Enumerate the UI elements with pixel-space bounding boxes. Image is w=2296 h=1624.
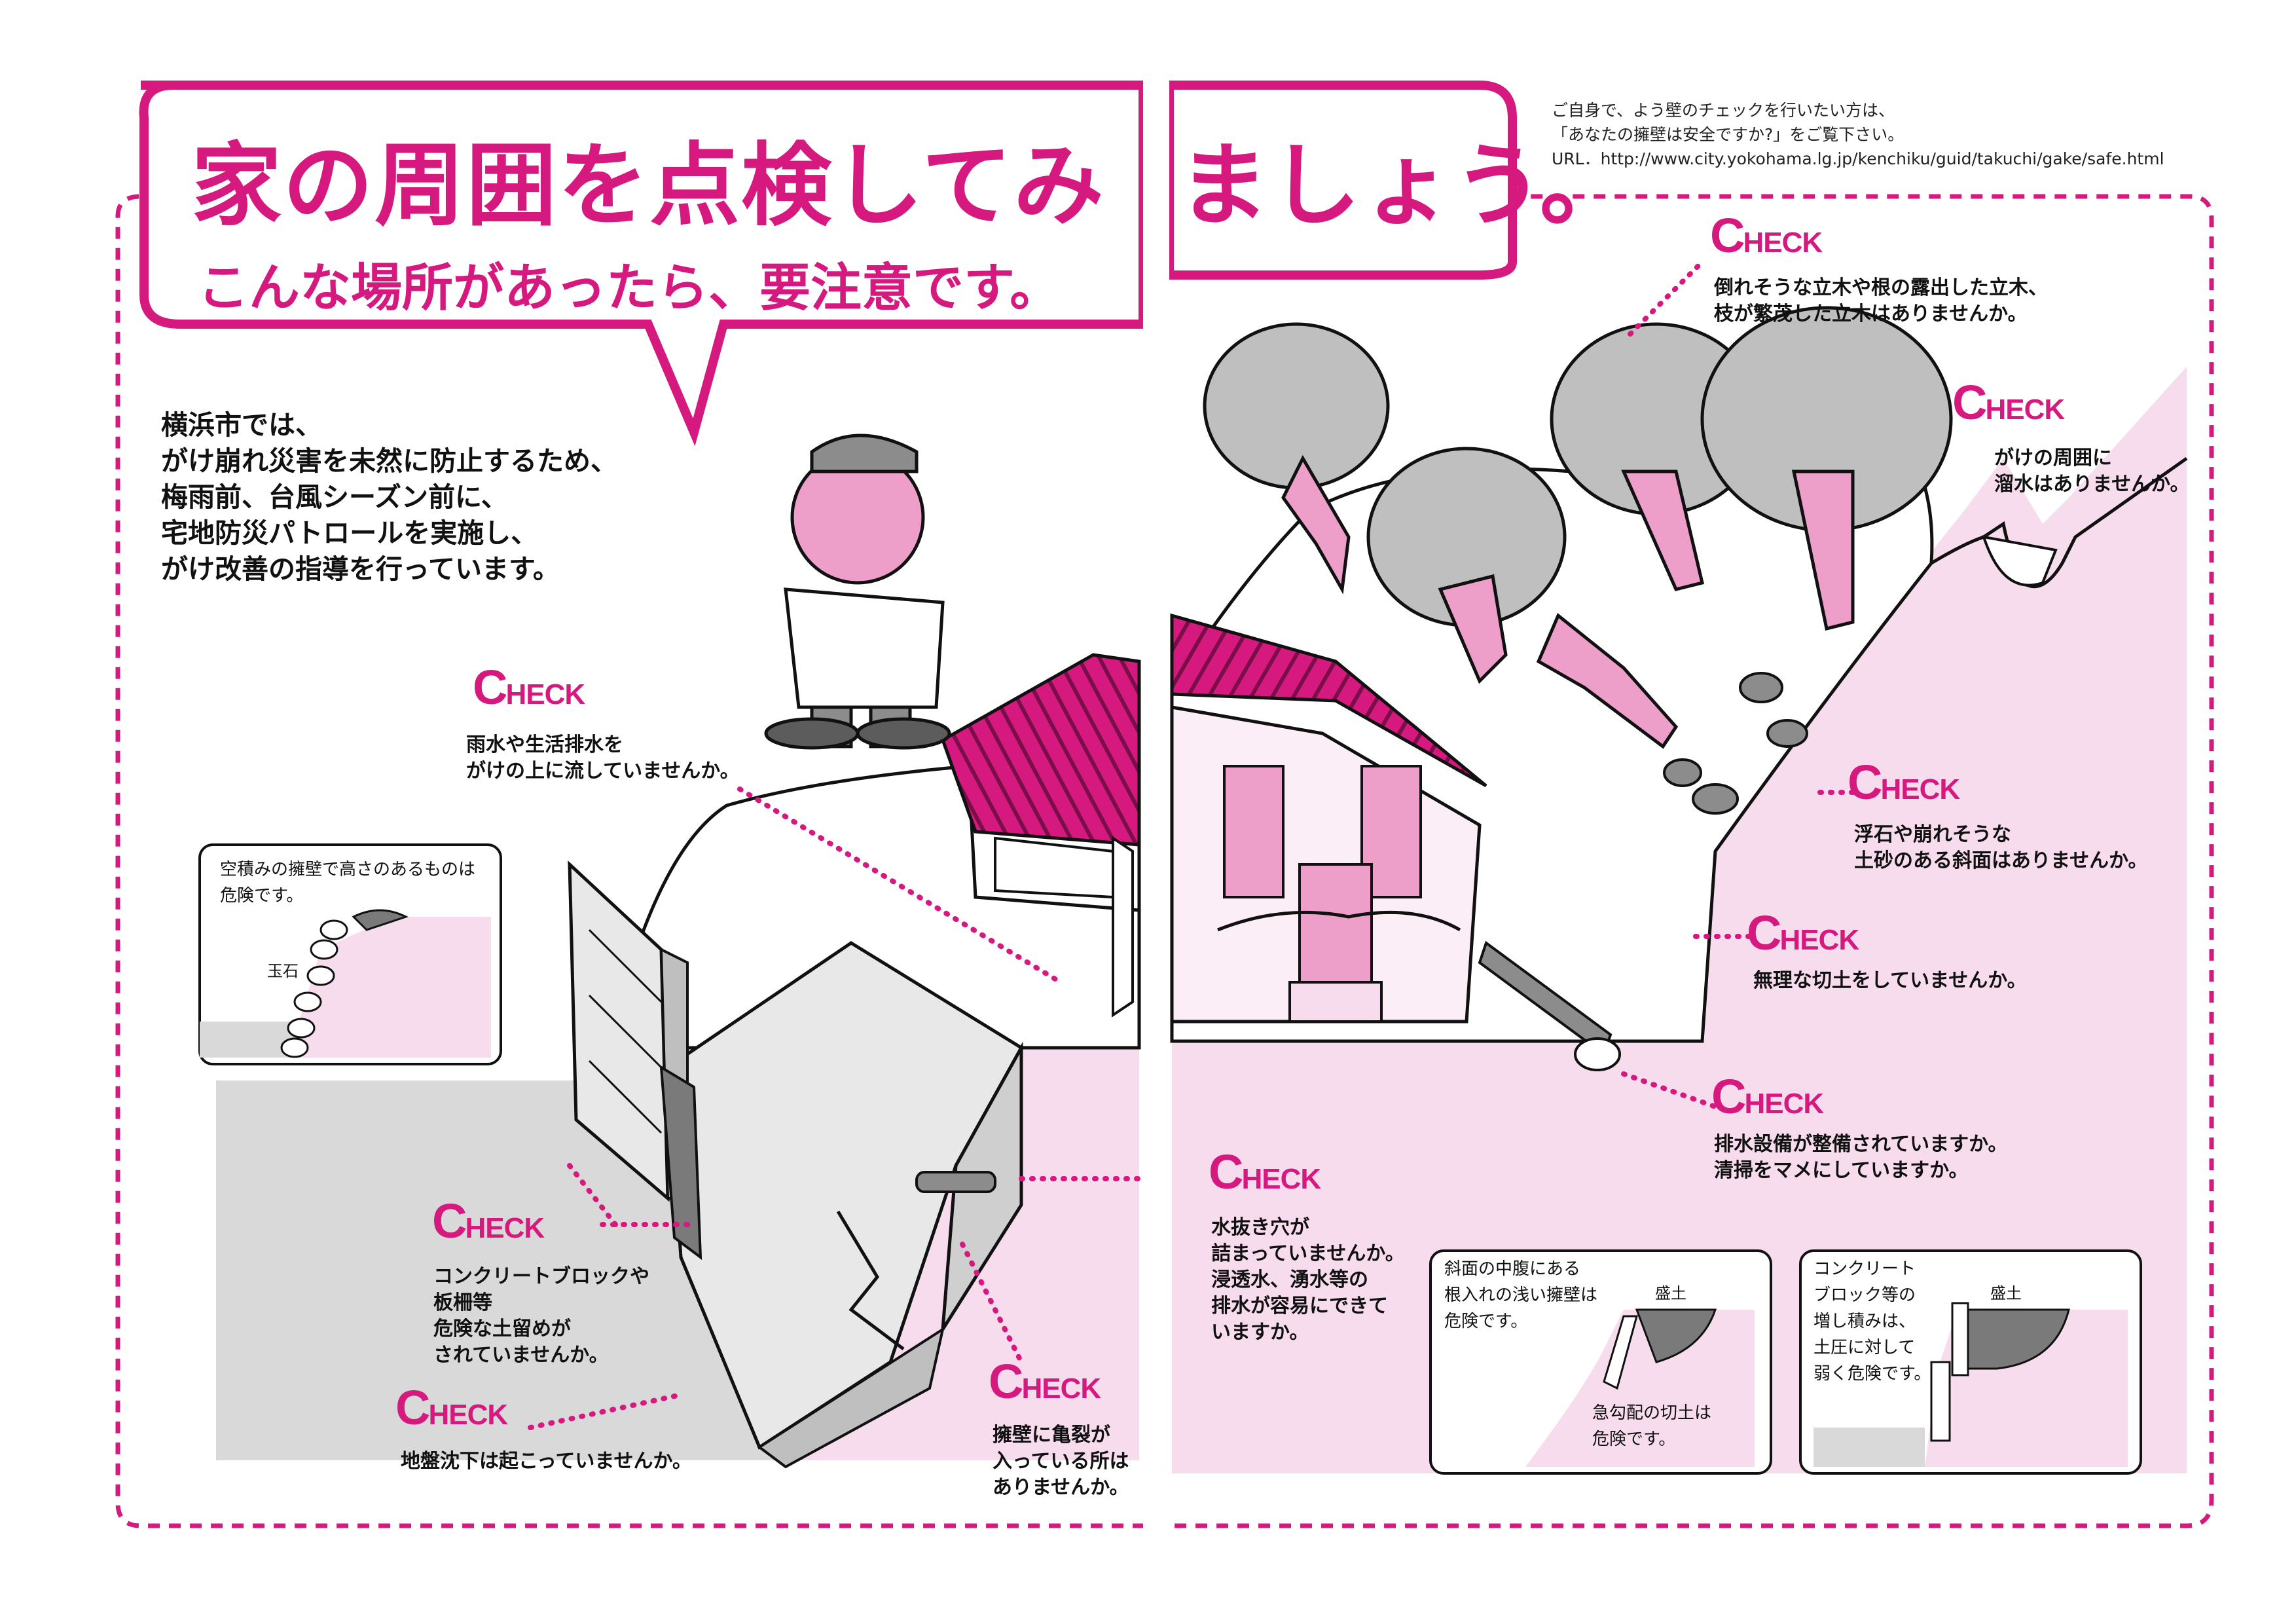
- check-concrete-block: コンクリートブロックや 板柵等 危険な土留めが されていませんか。: [433, 1265, 649, 1367]
- check-label: CHECK: [1209, 1145, 1321, 1199]
- house-right: [1170, 613, 1487, 1024]
- trees: [1203, 306, 1953, 749]
- dashed-frame: [115, 194, 2214, 1528]
- check-label: CHECK: [1952, 375, 2065, 430]
- inset-shallow-wall-text: 斜面の中腹にある 根入れの浅い擁壁は 危険です。: [1444, 1259, 1598, 1331]
- rocks: [1663, 672, 1808, 815]
- drain-gravel: [1574, 1037, 1621, 1071]
- title-box: [139, 81, 1148, 447]
- check-wall-crack: 擁壁に亀裂が 入っている所は ありませんか。: [993, 1424, 1129, 1499]
- inspector-character: [764, 434, 951, 750]
- check-drain-facility: 排水設備が整備されていますか。 清掃をマメにしていますか。: [1714, 1133, 2008, 1182]
- check-subsidence: 地盤沈下は起こっていませんか。: [401, 1450, 692, 1473]
- intro-text: 横浜市では、 がけ崩れ災害を未然に防止するため、 梅雨前、台風シーズン前に、 宅…: [161, 409, 617, 585]
- inset-shallow-wall-fill: 盛土: [1655, 1284, 1686, 1302]
- check-trees: 倒れそうな立木や根の露出した立木、 枝が繁茂した立木はありませんか。: [1714, 276, 2048, 325]
- title-box-right: [1165, 81, 1517, 280]
- ground-gray-left: [216, 1080, 779, 1460]
- check-label: CHECK: [989, 1354, 1101, 1409]
- inset-dry-stone-label: 玉石: [267, 962, 299, 980]
- reference-url: ご自身で、よう壁のチェックを行いたい方は、 「あなたの擁壁は安全ですか?」をご覧…: [1552, 101, 2164, 168]
- check-label: CHECK: [1848, 755, 1960, 809]
- block-fence: [568, 860, 702, 1261]
- check-label: CHECK: [395, 1380, 508, 1435]
- page-title-right: ましょう。: [1178, 132, 1631, 238]
- page-subtitle: こんな場所があったら、要注意です。: [198, 259, 1061, 318]
- check-standing-water: がけの周囲に 溜水はありませんか。: [1994, 447, 2190, 496]
- inset-dry-stone-text: 空積みの擁壁で高さのあるものは 危険です。: [220, 860, 476, 906]
- inset-stacked-block-text: コンクリート ブロック等の 増し積みは、 土圧に対して 弱く危険です。: [1813, 1259, 1931, 1384]
- check-label: CHECK: [1711, 1069, 1824, 1124]
- check-drainage-rain: 雨水や生活排水を がけの上に流していませんか。: [466, 733, 740, 783]
- check-steep-cut: 無理な切土をしていませんか。: [1753, 969, 2027, 992]
- check-label: CHECK: [1710, 208, 1823, 263]
- check-label: CHECK: [432, 1194, 545, 1248]
- inset-stacked-block-fill: 盛土: [1990, 1284, 2022, 1302]
- page-title-left: 家の周囲を点検してみ: [191, 132, 1105, 238]
- check-weep-holes: 水抜き穴が 詰まっていませんか。 浸透水、湧水等の 排水が容易にできて いますか…: [1211, 1216, 1405, 1344]
- puddle: [1982, 535, 2058, 587]
- check-label: CHECK: [1747, 906, 1859, 960]
- house-left: [940, 653, 1141, 1018]
- check-loose-rocks: 浮石や崩れそうな 土砂のある斜面はありませんか。: [1854, 823, 2148, 872]
- check-label: CHECK: [473, 660, 585, 714]
- retaining-wall: [666, 941, 1024, 1469]
- inset-shallow-wall-cut: 急勾配の切土は 危険です。: [1592, 1403, 1712, 1449]
- leader-lines: [528, 259, 1862, 1430]
